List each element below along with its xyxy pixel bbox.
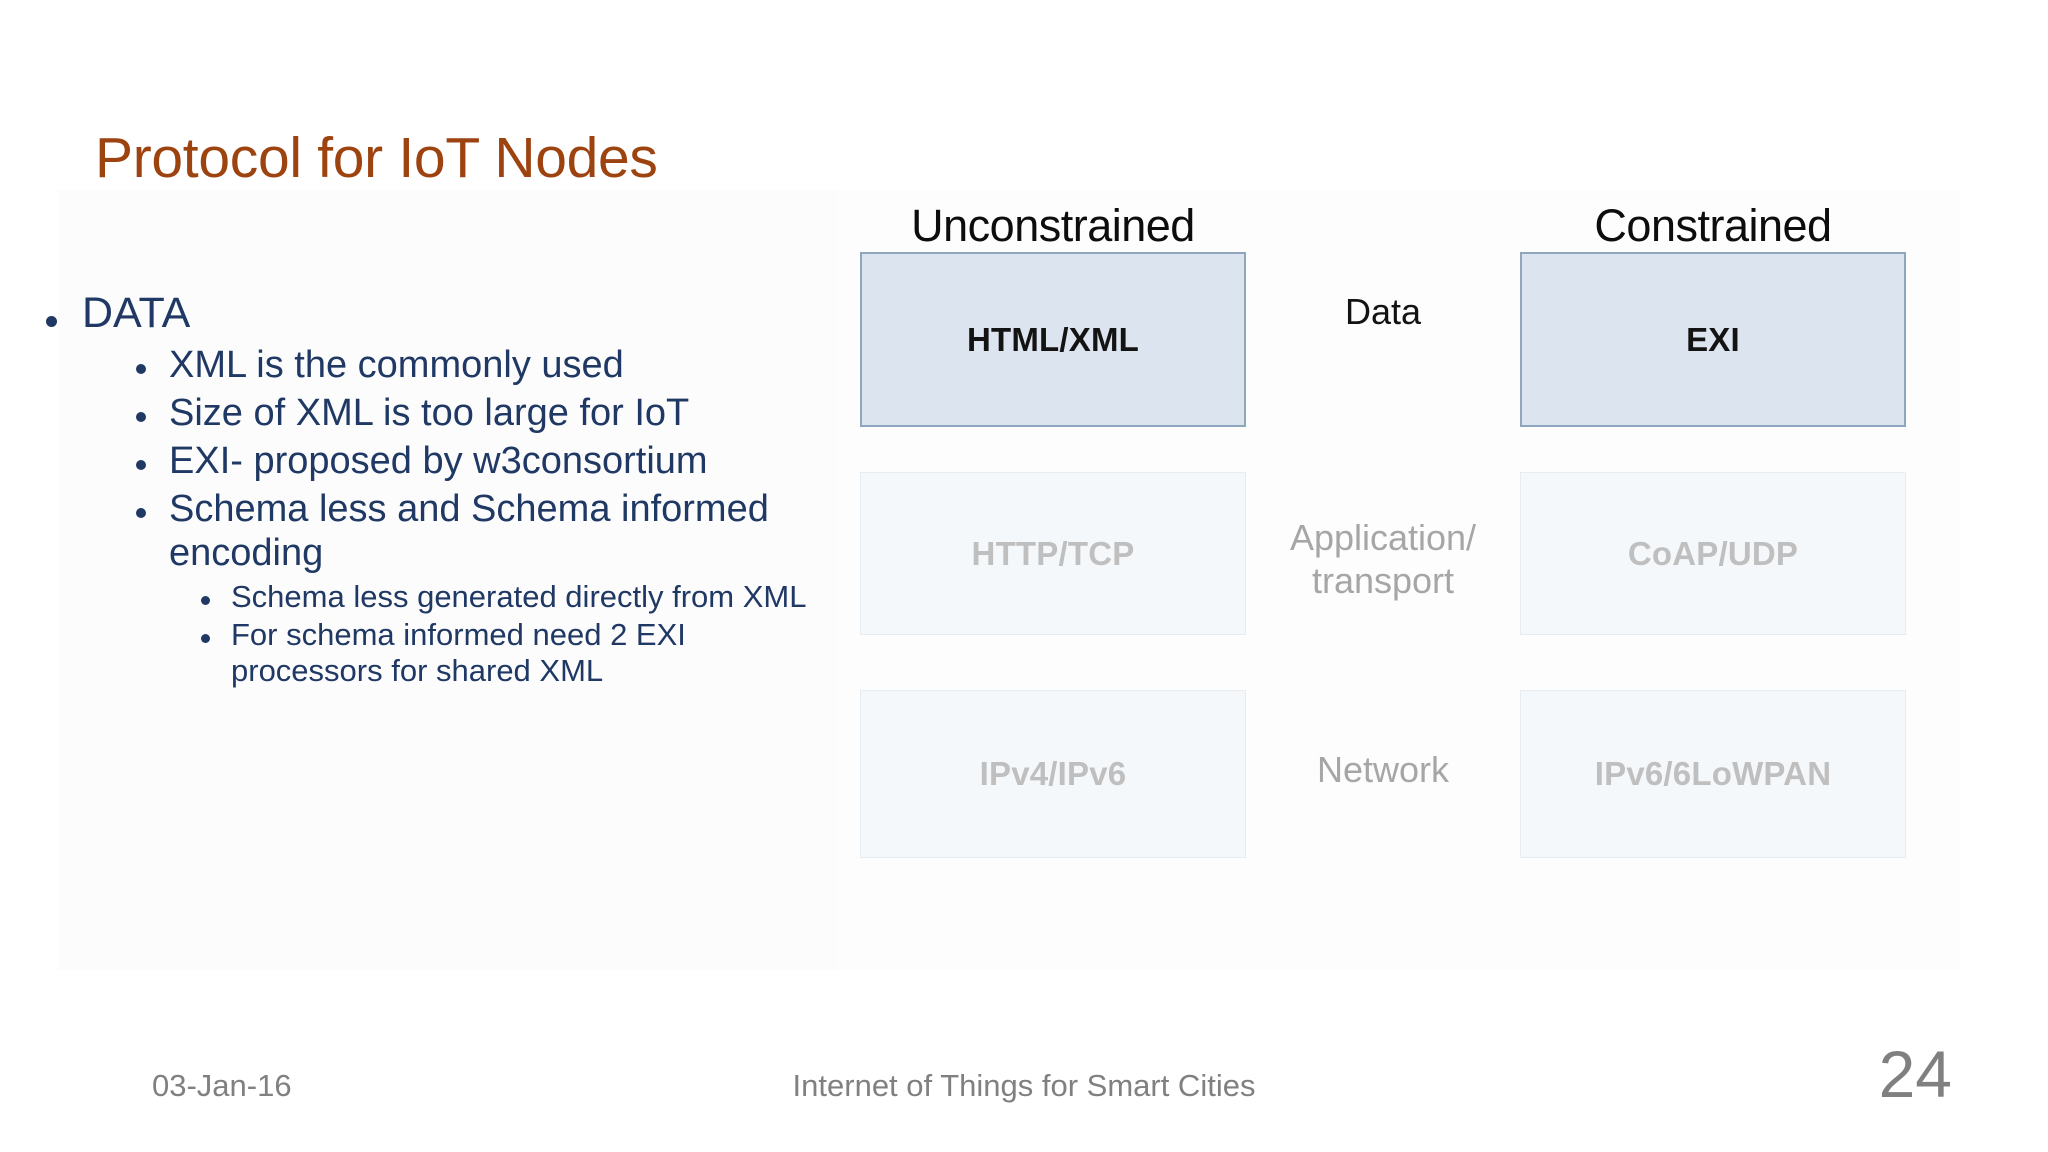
footer-title: Internet of Things for Smart Cities [792, 1068, 1256, 1103]
list-item: Schema less and Schema informed encoding [136, 487, 846, 575]
list-item: XML is the commonly used [136, 343, 846, 387]
footer-date: 03-Jan-16 [152, 1068, 292, 1103]
stack-box-constrained-data: EXI [1520, 252, 1906, 427]
list-item-label: Schema less and Schema informed encoding [169, 488, 769, 575]
stack-box-unconstrained-transport: HTTP/TCP [860, 472, 1246, 635]
page-title: Protocol for IoT Nodes [95, 126, 658, 190]
stack-box-unconstrained-data: HTML/XML [860, 252, 1246, 427]
bullet-dot-icon [136, 364, 146, 374]
stack-box-constrained-transport: CoAP/UDP [1520, 472, 1906, 635]
left-content-panel-background [58, 190, 838, 970]
layer-label-network: Network [1316, 749, 1450, 790]
protocol-stack-diagram: Unconstrained Constrained HTML/XML Data … [860, 200, 1980, 940]
list-item-label: EXI- proposed by w3consortium [169, 440, 708, 483]
list-item-label: XML is the commonly used [169, 344, 624, 386]
bullet-dot-icon [136, 460, 146, 471]
list-item: EXI- proposed by w3consortium [136, 439, 846, 483]
list-item-label: For schema informed need 2 EXI processor… [231, 617, 686, 688]
slide-number: 24 [1878, 1037, 1952, 1111]
stack-box-unconstrained-network: IPv4/IPv6 [860, 690, 1246, 858]
column-header-constrained: Constrained [1594, 200, 1832, 251]
list-item-label: Size of XML is too large for IoT [169, 392, 690, 435]
list-item: For schema informed need 2 EXI processor… [201, 617, 846, 688]
stack-box-constrained-network: IPv6/6LoWPAN [1520, 690, 1906, 858]
list-item-label: Schema less generated directly from XML [231, 579, 807, 615]
layer-label-application-transport: Application/ transport [1289, 517, 1477, 602]
bullet-dot-icon [136, 412, 146, 423]
list-item: DATA [46, 292, 846, 335]
bullet-dot-icon [201, 596, 210, 606]
list-item: Schema less generated directly from XML [201, 579, 846, 615]
bullet-dot-icon [46, 316, 57, 327]
bullet-list: DATA XML is the commonly used Size of XM… [46, 292, 846, 690]
column-header-unconstrained: Unconstrained [911, 200, 1195, 251]
list-item: Size of XML is too large for IoT [136, 391, 846, 435]
list-item-label: DATA [82, 289, 191, 337]
layer-label-data: Data [1344, 291, 1422, 332]
bullet-dot-icon [201, 634, 210, 644]
footer-title-wrap: Internet of Things for Smart Cities [0, 1068, 2048, 1104]
bullet-dot-icon [136, 508, 146, 519]
